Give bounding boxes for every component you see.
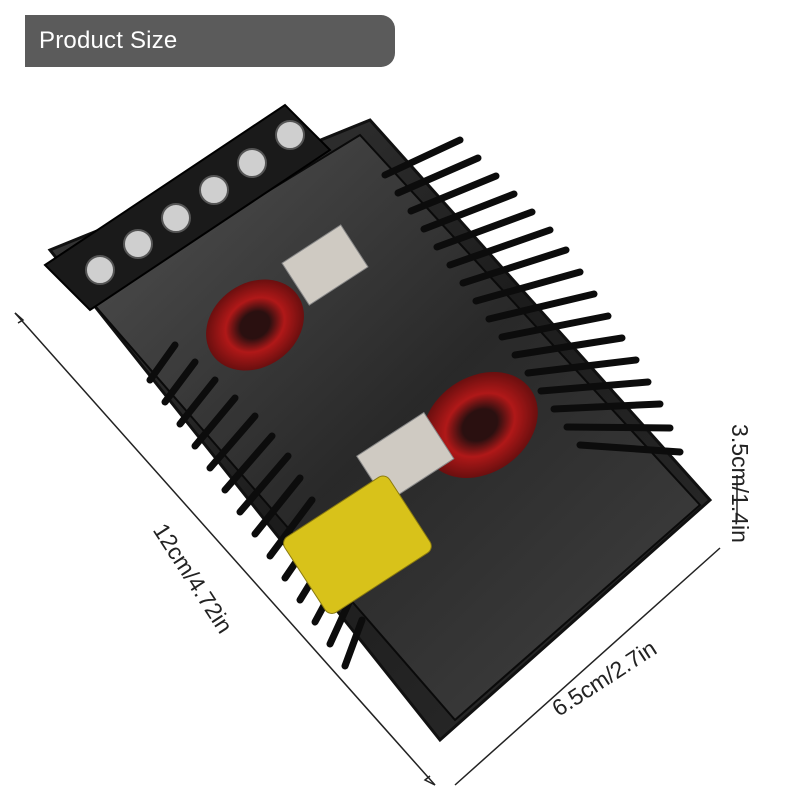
product-size-banner: Product Size bbox=[25, 15, 395, 67]
inductor-coil-lower bbox=[422, 371, 538, 479]
heatsink-fins-right bbox=[381, 136, 684, 456]
inductor-coil-upper bbox=[206, 279, 304, 371]
capacitor bbox=[283, 475, 432, 614]
dimension-line-length bbox=[14, 312, 436, 786]
resistor-upper bbox=[281, 224, 369, 306]
height-dimension-label: 3.5cm/1.4in bbox=[726, 424, 753, 543]
terminal-block bbox=[43, 103, 332, 312]
terminal-screws bbox=[85, 120, 305, 285]
banner-title: Product Size bbox=[39, 27, 178, 54]
dimension-line-width bbox=[454, 547, 721, 786]
